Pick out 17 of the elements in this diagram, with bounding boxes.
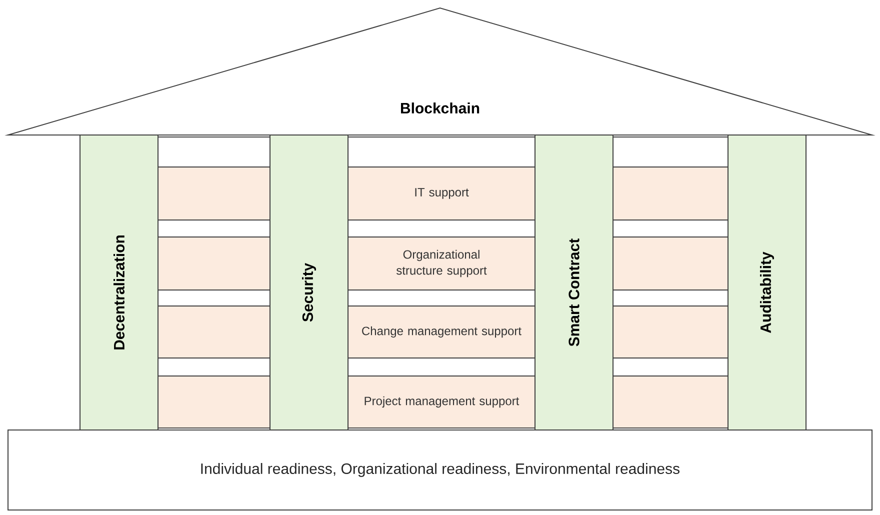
support-band (612, 306, 728, 358)
support-band (158, 376, 270, 428)
support-band: Change management support (348, 306, 536, 358)
support-band (612, 166, 728, 220)
foundation-box: Individual readiness, Organizational readiness, Environmental readiness (8, 430, 872, 510)
support-band: IT support (348, 166, 536, 220)
pillar: Decentralization (80, 134, 158, 430)
support-band (612, 236, 728, 290)
support-band (612, 376, 728, 428)
support-band: Project management support (348, 376, 536, 428)
support-band (158, 166, 270, 220)
pillar: Security (270, 134, 348, 430)
support-band: Organizational structure support (348, 236, 536, 290)
support-band (158, 306, 270, 358)
pillar: Smart Contract (534, 134, 614, 430)
pillar: Auditability (728, 134, 806, 430)
support-band (158, 236, 270, 290)
